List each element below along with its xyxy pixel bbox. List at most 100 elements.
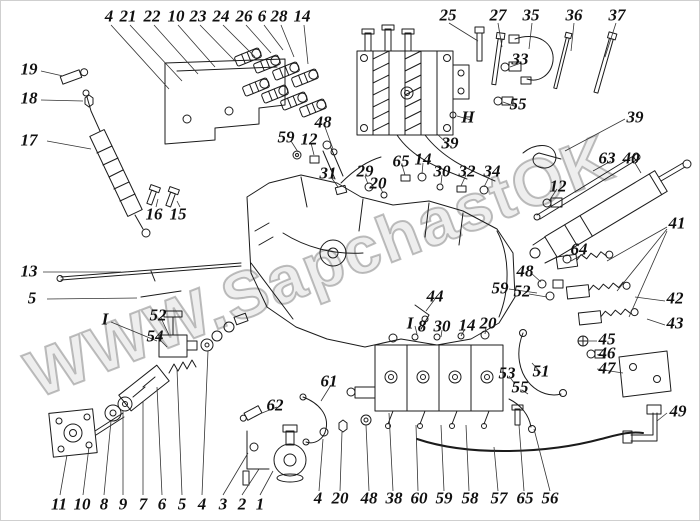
callout-2: 2	[237, 494, 247, 514]
callout-5: 5	[177, 494, 187, 514]
bottom-middle-parts-drawing	[239, 393, 372, 486]
callout-H: H	[461, 107, 475, 127]
callout-10: 10	[73, 494, 91, 514]
callout-51: 51	[532, 361, 550, 381]
callout-65: 65	[516, 488, 534, 508]
callout-10: 10	[167, 6, 185, 26]
left-cylinder-drawing	[59, 68, 180, 238]
callout-16: 16	[145, 204, 163, 224]
callout-54: 54	[146, 326, 164, 346]
callout-45: 45	[598, 329, 616, 349]
callout-29: 29	[356, 161, 374, 181]
callout-6: 6	[257, 6, 267, 26]
callout-64: 64	[570, 239, 588, 259]
callout-41: 41	[668, 213, 686, 233]
callout-34: 34	[483, 161, 501, 181]
callout-47: 47	[598, 358, 616, 378]
callout-8: 8	[99, 494, 109, 514]
callout-5: 5	[27, 288, 37, 308]
callout-43: 43	[666, 313, 684, 333]
callout-1: 1	[255, 494, 265, 514]
callout-14: 14	[458, 315, 476, 335]
callout-52: 52	[513, 281, 531, 301]
callout-20: 20	[479, 313, 497, 333]
callout-35: 35	[522, 5, 540, 25]
callout-42: 42	[666, 288, 684, 308]
callout-17: 17	[20, 130, 38, 150]
callout-48: 48	[360, 488, 378, 508]
callout-6: 6	[157, 494, 167, 514]
control-rod-drawing	[56, 262, 242, 298]
callout-8: 8	[417, 316, 427, 336]
callout-33: 33	[511, 49, 529, 69]
callout-12: 12	[549, 176, 567, 196]
callout-20: 20	[369, 173, 387, 193]
callout-59: 59	[491, 278, 509, 298]
hoses-drawing	[416, 431, 644, 452]
callout-56: 56	[541, 488, 559, 508]
callout-27: 27	[489, 5, 507, 25]
callout-48: 48	[516, 261, 534, 281]
callout-24: 24	[212, 6, 230, 26]
callout-26: 26	[235, 6, 253, 26]
callout-14: 14	[293, 6, 311, 26]
callout-53: 53	[498, 363, 516, 383]
callout-38: 38	[385, 488, 403, 508]
callout-18: 18	[20, 88, 38, 108]
bottom-distributor-drawing	[346, 330, 536, 433]
callout-39: 39	[626, 107, 644, 127]
callout-30: 30	[433, 316, 451, 336]
callout-3: 3	[218, 494, 228, 514]
callout-20: 20	[331, 488, 349, 508]
callout-I: I	[101, 309, 109, 329]
callout-4: 4	[197, 494, 207, 514]
callout-14: 14	[414, 149, 432, 169]
callout-25: 25	[439, 5, 457, 25]
callout-48: 48	[314, 112, 332, 132]
callout-52: 52	[149, 305, 167, 325]
callout-65: 65	[392, 151, 410, 171]
callout-36: 36	[565, 5, 583, 25]
callout-11: 11	[50, 494, 68, 514]
top-left-fittings-drawing	[164, 46, 328, 145]
callout-49: 49	[669, 401, 687, 421]
callout-15: 15	[169, 204, 187, 224]
callout-55: 55	[509, 94, 527, 114]
callout-46: 46	[598, 343, 616, 363]
callout-39: 39	[441, 133, 459, 153]
callout-63: 63	[598, 148, 616, 168]
callout-I: I	[406, 313, 414, 333]
callout-40: 40	[622, 148, 640, 168]
callout-19: 19	[20, 59, 38, 79]
callout-30: 30	[433, 161, 451, 181]
callout-22: 22	[143, 6, 161, 26]
callout-59: 59	[277, 127, 295, 147]
callout-59: 59	[435, 488, 453, 508]
callout-60: 60	[410, 488, 428, 508]
callout-37: 37	[608, 5, 626, 25]
callout-21: 21	[119, 6, 137, 26]
callout-61: 61	[320, 371, 338, 391]
callout-4: 4	[104, 6, 114, 26]
callout-4: 4	[313, 488, 323, 508]
callout-9: 9	[118, 494, 128, 514]
callout-58: 58	[461, 488, 479, 508]
callout-44: 44	[426, 286, 444, 306]
callout-55: 55	[511, 377, 529, 397]
callout-13: 13	[20, 261, 38, 281]
mounting-bolts-drawing	[474, 26, 618, 208]
callout-32: 32	[458, 161, 476, 181]
callout-12: 12	[300, 129, 318, 149]
callout-57: 57	[490, 488, 508, 508]
callout-7: 7	[138, 494, 148, 514]
callout-28: 28	[270, 6, 288, 26]
leader-lines	[40, 22, 668, 496]
housing-drawing	[246, 140, 516, 348]
drive-coupling-drawing	[48, 310, 249, 458]
callout-23: 23	[189, 6, 207, 26]
callout-31: 31	[319, 163, 337, 183]
right-cylinder-drawing	[529, 153, 692, 264]
